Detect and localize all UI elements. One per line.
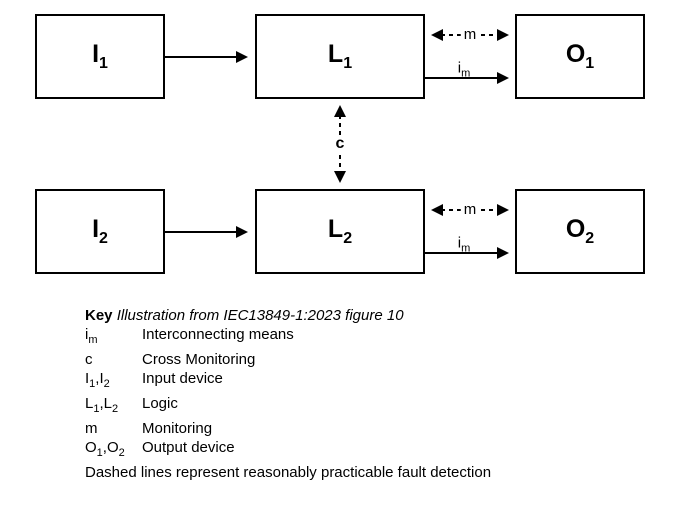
key-heading-word: Key <box>85 307 113 324</box>
key-definition: Input device <box>142 370 223 387</box>
box-i2: I2 <box>35 189 165 274</box>
key-row-c: c Cross Monitoring <box>85 350 491 369</box>
box-o2: O2 <box>515 189 645 274</box>
key-definition: Interconnecting means <box>142 326 294 343</box>
key-definition: Output device <box>142 439 235 456</box>
key-definition: Logic <box>142 395 178 412</box>
key-row-o: O1,O2 Output device <box>85 438 491 463</box>
box-i1-label: I1 <box>92 39 108 72</box>
box-l1-label: L1 <box>327 39 353 72</box>
box-o2-label: O2 <box>565 214 595 247</box>
key-term: L1,L2 <box>85 395 119 415</box>
key: Key Illustration from IEC13849-1:2023 fi… <box>85 306 491 482</box>
key-heading: Key Illustration from IEC13849-1:2023 fi… <box>85 306 491 325</box>
key-row-i: I1,I2 Input device <box>85 369 491 394</box>
key-footnote: Dashed lines represent reasonably practi… <box>85 464 492 481</box>
arrow-label-im-top: im <box>457 59 471 80</box>
key-term: m <box>85 420 98 437</box>
box-o1-label: O1 <box>565 39 595 72</box>
arrow-label-c: c <box>332 135 348 153</box>
key-definition: Monitoring <box>142 420 213 437</box>
arrow-label-im-bottom: im <box>457 234 471 255</box>
box-i2-label: I2 <box>92 214 108 247</box>
key-row-m: m Monitoring <box>85 419 491 438</box>
key-term: im <box>85 326 98 346</box>
box-l2: L2 <box>255 189 425 274</box>
box-i1: I1 <box>35 14 165 99</box>
key-row-l: L1,L2 Logic <box>85 394 491 419</box>
arrow-label-m-bottom: m <box>460 201 480 219</box>
box-o1: O1 <box>515 14 645 99</box>
key-row-im: im Interconnecting means <box>85 325 491 350</box>
arrow-label-m-top: m <box>460 26 480 44</box>
key-definition: Cross Monitoring <box>142 351 256 368</box>
box-l2-label: L2 <box>327 214 353 247</box>
key-term: I1,I2 <box>85 370 110 390</box>
key-heading-note: Illustration from IEC13849-1:2023 figure… <box>116 307 404 324</box>
box-l1: L1 <box>255 14 425 99</box>
key-term: O1,O2 <box>85 439 125 459</box>
key-term: c <box>85 351 93 368</box>
